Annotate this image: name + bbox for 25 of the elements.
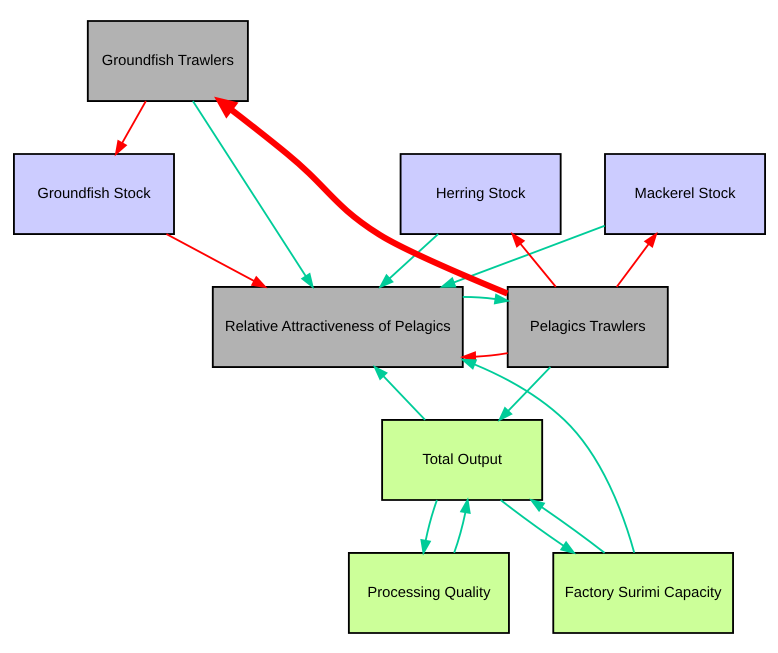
arrow	[166, 232, 268, 288]
arrow	[214, 96, 508, 296]
node-box: Factory Surimi Capacity	[552, 552, 734, 634]
node-box: Processing Quality	[347, 552, 510, 634]
arrow	[528, 498, 605, 554]
arrow	[510, 231, 556, 287]
arrow	[616, 231, 658, 287]
arrow	[114, 100, 146, 156]
node-box: Total Output	[380, 418, 543, 500]
node-box: Pelagics Trawlers	[506, 286, 668, 368]
arrow	[452, 496, 470, 553]
node-box: Herring Stock	[399, 152, 562, 234]
arrow	[439, 224, 605, 288]
arrow	[462, 292, 510, 304]
node-box: Mackerel Stock	[604, 152, 766, 234]
arrow	[460, 358, 635, 552]
node-box: Groundfish Trawlers	[86, 20, 248, 102]
arrow	[378, 232, 438, 288]
arrow	[497, 366, 551, 422]
arrow	[372, 364, 426, 420]
node-box: Groundfish Stock	[12, 152, 174, 234]
arrow	[500, 498, 576, 554]
arrow	[192, 100, 314, 289]
node-box: Relative Attractiveness of Pelagics	[211, 286, 464, 368]
arrow	[420, 499, 438, 556]
